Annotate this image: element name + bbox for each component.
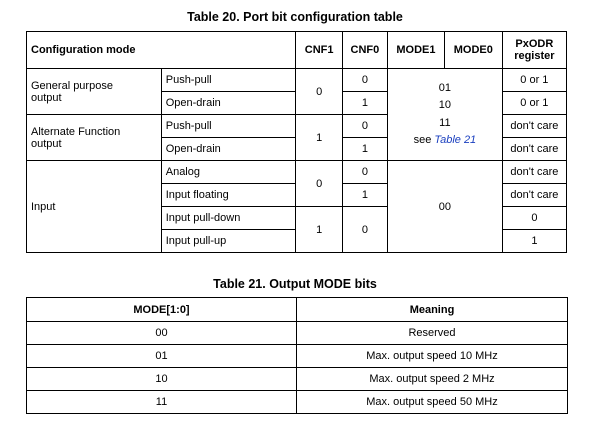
pxodr-cell: 0 xyxy=(501,206,568,230)
table-row: 10 Max. output speed 2 MHz xyxy=(26,367,568,391)
group-label-line2: output xyxy=(31,137,62,150)
group-label-line1: Alternate Function xyxy=(31,125,121,138)
header-meaning: Meaning xyxy=(296,297,568,322)
header-cnf1: CNF1 xyxy=(295,31,343,69)
cnf0-cell: 1 xyxy=(341,183,389,207)
pxodr-cell: don't care xyxy=(501,137,568,161)
table-21-link[interactable]: Table 21 xyxy=(434,134,477,146)
cnf0-cell: 1 xyxy=(341,91,389,115)
group-general-purpose-output: General purpose output xyxy=(26,68,162,115)
meaning-cell: Max. output speed 2 MHz xyxy=(296,367,568,391)
cnf1-cell: 1 xyxy=(295,114,343,161)
see-prefix: see xyxy=(413,134,435,146)
sub-mode-cell: Open-drain xyxy=(160,91,297,115)
meaning-cell: Max. output speed 50 MHz xyxy=(296,390,568,414)
header-mode-bits: MODE[1:0] xyxy=(26,297,297,322)
output-mode-line2: 10 xyxy=(438,99,452,111)
cnf0-cell: 0 xyxy=(341,160,389,184)
mode-bits-cell: 10 xyxy=(26,367,297,391)
pxodr-cell: 0 or 1 xyxy=(501,68,568,92)
cnf0-cell: 0 xyxy=(341,206,389,253)
table-row: Open-drain 1 don't care xyxy=(27,137,568,161)
output-mode-see: see Table 21 xyxy=(388,132,502,150)
meaning-cell: Reserved xyxy=(296,321,568,345)
table-row: Input pull-up 1 xyxy=(27,229,568,253)
table-row: Input pull-down 1 0 0 xyxy=(27,206,568,253)
pxodr-cell: don't care xyxy=(501,160,568,184)
pxodr-cell: 1 xyxy=(501,229,568,253)
header-pxodr-line2: register xyxy=(514,50,555,62)
pxodr-cell: don't care xyxy=(501,183,568,207)
table-row: Input Analog 0 0 00 don't care xyxy=(26,160,568,253)
output-mode-cell: 01 10 11 see Table 21 xyxy=(387,68,503,161)
table-21-header-row: MODE[1:0] Meaning xyxy=(26,297,568,322)
table-row: Open-drain 1 0 or 1 xyxy=(27,91,568,115)
header-mode1: MODE1 xyxy=(387,31,445,69)
sub-mode-cell: Open-drain xyxy=(160,137,297,161)
output-mode-line1: 01 xyxy=(438,81,452,94)
sub-mode-cell: Push-pull xyxy=(160,114,297,138)
group-alternate-function-output: Alternate Function output xyxy=(26,114,162,161)
sub-mode-cell: Input pull-up xyxy=(160,229,297,253)
group-label-line2: output xyxy=(31,91,62,104)
header-cnf0: CNF0 xyxy=(341,31,389,69)
sub-mode-cell: Input pull-down xyxy=(160,206,297,230)
table-20-header-row: Configuration mode CNF1 CNF0 MODE1 MODE0… xyxy=(25,31,568,69)
header-configuration-mode: Configuration mode xyxy=(25,31,297,69)
table-row: 00 Reserved xyxy=(26,321,568,345)
group-input: Input xyxy=(26,160,162,253)
table-row: 01 Max. output speed 10 MHz xyxy=(26,344,568,368)
group-label-line1: General purpose xyxy=(31,79,113,92)
pxodr-cell: don't care xyxy=(501,114,568,138)
cnf0-cell: 0 xyxy=(341,68,389,92)
meaning-cell: Max. output speed 10 MHz xyxy=(296,344,568,368)
header-mode0: MODE0 xyxy=(443,31,503,69)
table-row: Input floating 1 don't care xyxy=(27,183,568,207)
output-mode-bits-table: MODE[1:0] Meaning 00 Reserved 01 Max. ou… xyxy=(26,297,568,414)
table-21-caption: Table 21. Output MODE bits xyxy=(213,277,377,291)
pxodr-cell: 0 or 1 xyxy=(501,91,568,115)
header-pxodr-line1: PxODR xyxy=(515,38,554,50)
sub-mode-cell: Input floating xyxy=(160,183,297,207)
output-mode-line3: 11 xyxy=(439,116,451,129)
cnf0-cell: 0 xyxy=(341,114,389,138)
input-mode-cell: 00 xyxy=(387,160,503,253)
sub-mode-cell: Push-pull xyxy=(160,68,297,92)
mode-bits-cell: 00 xyxy=(26,321,297,345)
sub-mode-cell: Analog xyxy=(160,160,297,184)
header-pxodr-register: PxODR register xyxy=(501,31,568,69)
cnf1-cell: 1 xyxy=(295,206,343,253)
cnf1-cell: 0 xyxy=(295,68,343,115)
table-row: General purpose output Push-pull 0 0 01 … xyxy=(26,68,568,161)
table-20-caption: Table 20. Port bit configuration table xyxy=(187,10,403,24)
table-row: 11 Max. output speed 50 MHz xyxy=(26,390,568,414)
mode-bits-cell: 01 xyxy=(26,344,297,368)
port-bit-configuration-table: Configuration mode CNF1 CNF0 MODE1 MODE0… xyxy=(25,31,568,253)
mode-bits-cell: 11 xyxy=(26,390,297,414)
cnf0-cell: 1 xyxy=(341,137,389,161)
cnf1-cell: 0 xyxy=(295,160,343,207)
